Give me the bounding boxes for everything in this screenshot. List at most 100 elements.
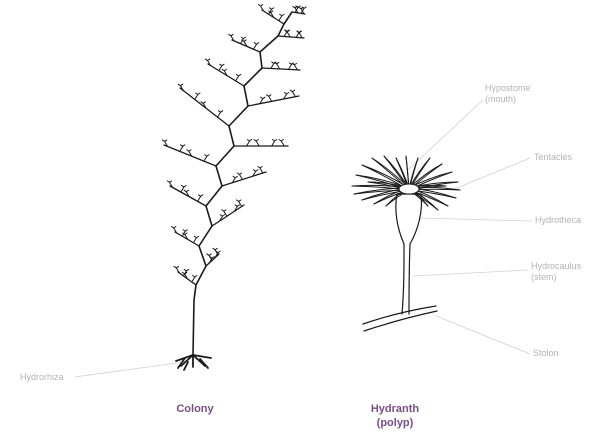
- colony-hydranth-cup: [280, 14, 284, 16]
- colony-hydranth-stalk: [289, 64, 292, 69]
- hydrocaulus-shape: [402, 244, 404, 314]
- colony-hydranth-cup: [184, 190, 188, 192]
- colony-hydranth-cup: [279, 140, 283, 142]
- colony-branch: [212, 205, 244, 226]
- colony-hydranth-stalk: [296, 32, 299, 37]
- colony-branch: [222, 172, 266, 186]
- leader-stolon: [436, 316, 530, 354]
- stolon-shape: [363, 306, 436, 324]
- colony-hydranth-cup: [193, 275, 197, 277]
- colony-hydranth-stalk: [281, 141, 284, 146]
- colony-hydranth-cup: [292, 63, 296, 65]
- colony-hydranth-cup: [258, 166, 262, 168]
- leader-hydrotheca: [418, 218, 532, 221]
- colony-hydranth-cup: [222, 210, 226, 212]
- colony-hydranth-stalk: [180, 146, 183, 151]
- colony-hydranth-stalk: [198, 196, 201, 201]
- hypostome-shape: [399, 184, 419, 194]
- colony-hydranth-cup: [233, 176, 237, 178]
- colony-branch: [208, 64, 244, 86]
- label-hydrotheca: Hydrotheca: [535, 215, 581, 226]
- colony-hydranth-stalk: [218, 112, 221, 117]
- colony-hydranth-stalk: [239, 201, 242, 206]
- colony-branch: [278, 36, 304, 38]
- label-hypostome-line1: Hypostome: [485, 83, 531, 94]
- colony-hydranth-stalk: [204, 156, 207, 161]
- leader-tentacles: [452, 158, 530, 190]
- caption-hydranth-line2: (polyp): [360, 417, 430, 431]
- colony-hydranth-cup: [290, 90, 294, 92]
- label-hydrocaulus: Hydrocaulus (stem): [531, 261, 581, 283]
- colony-hydranth-cup: [220, 215, 224, 217]
- label-hydrocaulus-line2: (stem): [531, 272, 581, 283]
- colony-hydranth-cup: [162, 140, 166, 142]
- colony-hydranth-cup: [241, 37, 245, 39]
- colony-hydranth-cup: [183, 230, 187, 232]
- colony-hydranth-stalk: [292, 92, 295, 97]
- colony-hydranth-cup: [247, 140, 251, 142]
- colony-hydranth-cup: [218, 111, 222, 113]
- colony-hydranth-stalk: [272, 141, 275, 146]
- colony-hydranth-cup: [194, 236, 198, 238]
- colony-branch: [262, 68, 300, 70]
- colony-hydranth-cup: [272, 140, 276, 142]
- caption-colony: Colony: [160, 403, 230, 417]
- colony-hydranth-stalk: [271, 63, 274, 68]
- colony-hydranth-cup: [205, 155, 209, 157]
- colony-hydranth-stalk: [256, 141, 259, 146]
- colony-hydranth-cup: [205, 59, 209, 61]
- colony-hydranth-stalk: [193, 238, 196, 243]
- colony-hydranth-cup: [220, 64, 224, 66]
- colony-hydranth-cup: [213, 248, 217, 250]
- colony-hydranth-cup: [293, 6, 297, 8]
- colony-hydranth-cup: [201, 102, 205, 104]
- colony-hydranth-stalk: [236, 76, 239, 81]
- label-hypostome: Hypostome (mouth): [485, 83, 531, 105]
- colony-hydranth-cup: [269, 8, 273, 10]
- colony-hydranth-cup: [222, 69, 226, 71]
- colony-hydranth-cup: [258, 4, 262, 6]
- colony-hydranth-cup: [274, 62, 278, 64]
- colony-hydranth-cup: [253, 170, 257, 172]
- colony-hydranth-stalk: [182, 231, 185, 236]
- label-hypostome-line2: (mouth): [485, 94, 531, 105]
- hydrotheca-shape: [396, 194, 422, 244]
- colony-hydranth-cup: [236, 74, 240, 76]
- label-hydrocaulus-line1: Hydrocaulus: [531, 261, 581, 272]
- stolon-shape-lower: [364, 311, 437, 331]
- colony-hydranth-stalk: [181, 187, 184, 192]
- leader-hypostome: [408, 100, 483, 170]
- colony-hydranth-cup: [299, 7, 303, 9]
- colony-hydranth-cup: [267, 95, 271, 97]
- caption-hydranth-line1: Hydranth: [360, 403, 430, 417]
- colony-hydranth-cup: [181, 145, 185, 147]
- colony-hydranth-cup: [196, 93, 200, 95]
- colony-hydranth-stalk: [192, 277, 195, 282]
- colony-hydranth-stalk: [247, 141, 250, 146]
- colony-hydranth-stalk: [195, 94, 198, 99]
- colony-hydranth-cup: [198, 195, 202, 197]
- colony-hydranth-cup: [237, 200, 241, 202]
- colony-hydranth-cup: [229, 34, 233, 36]
- colony-illustration: [162, 4, 306, 370]
- leader-lines: [75, 100, 532, 377]
- label-tentacles: Tentacles: [534, 152, 572, 163]
- colony-hydranth-stalk: [279, 16, 282, 21]
- colony-hydranth-cup: [167, 181, 171, 183]
- colony-hydranth-stalk: [284, 31, 287, 36]
- colony-branch: [206, 254, 219, 266]
- colony-hydranth-stalk: [260, 168, 263, 173]
- tentacles-shape: [352, 156, 460, 210]
- label-hydrorhiza: Hydrorhiza: [20, 372, 64, 383]
- colony-hydranth-stalk: [269, 96, 272, 101]
- hydrocaulus-shape-right: [409, 244, 410, 314]
- colony-hydranth-cup: [254, 43, 258, 45]
- colony-branch: [180, 88, 229, 126]
- colony-hydranth-cup: [235, 205, 239, 207]
- colony-hydranth-cup: [207, 254, 211, 256]
- colony-hydranth-stalk: [239, 174, 242, 179]
- colony-hydranth-cup: [237, 173, 241, 175]
- colony-hydranth-cup: [187, 150, 191, 152]
- colony-hydranth-stalk: [219, 66, 222, 71]
